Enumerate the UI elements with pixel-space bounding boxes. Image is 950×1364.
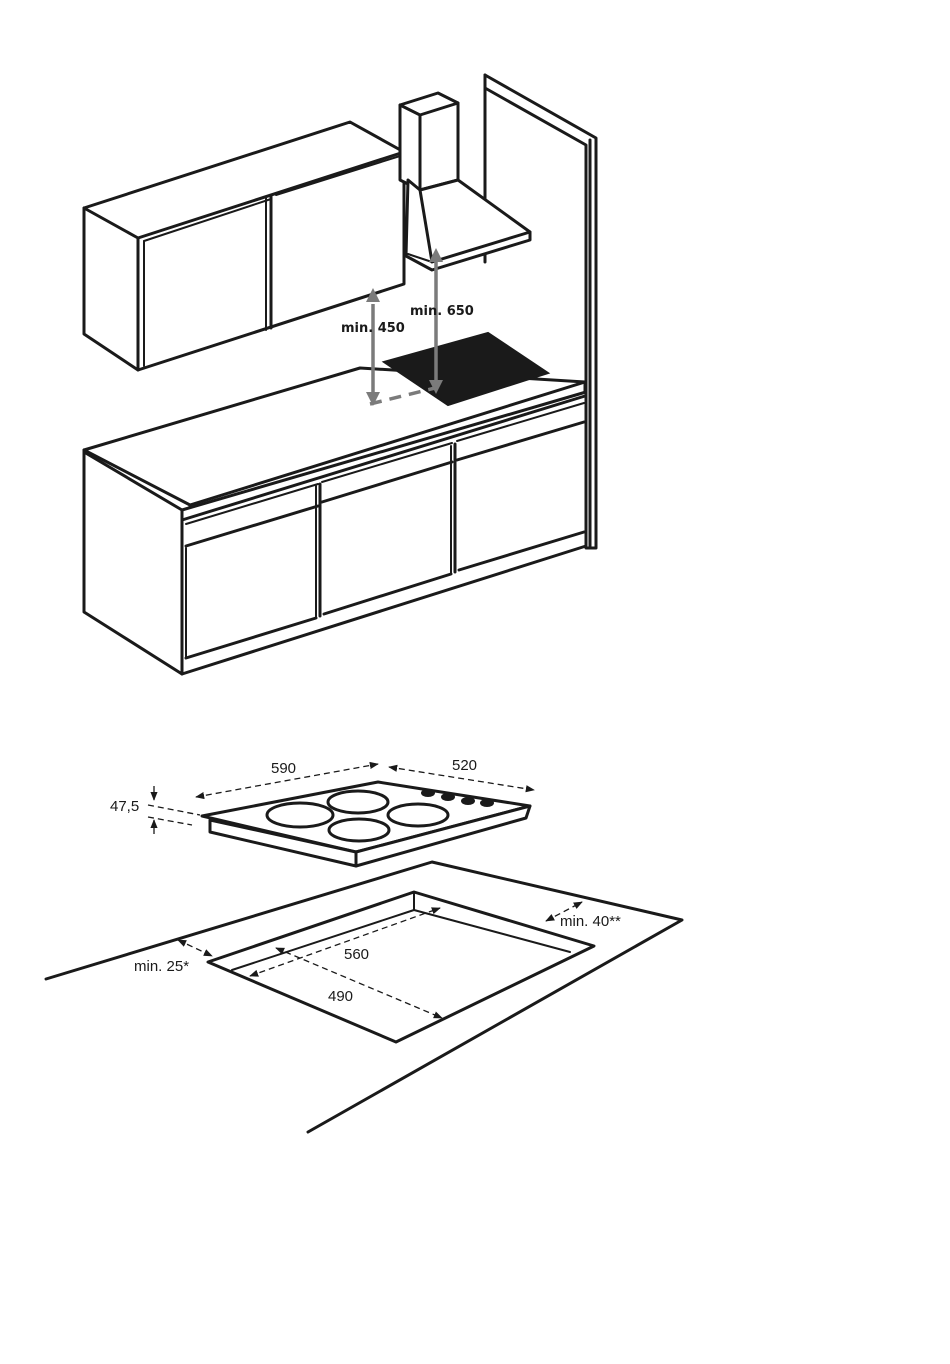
cutout-view: 590 520 47,5 560 490 min. 25* min. 40**	[46, 757, 682, 1132]
front-clearance-label: min. 25*	[134, 958, 189, 975]
height-dimension	[148, 786, 200, 834]
depth-label: 520	[452, 757, 477, 774]
worktop-with-cutout	[46, 862, 682, 1132]
front-clearance-line	[178, 940, 212, 956]
cutout-width-label: 560	[344, 946, 369, 963]
cooker-hood	[400, 93, 530, 270]
kitchen-view: min. 650 min. 450	[84, 75, 596, 674]
cabinet-clearance-label: min. 450	[341, 321, 405, 336]
rear-clearance-label: min. 40**	[560, 913, 621, 930]
hob-appliance	[202, 782, 530, 866]
cutout-depth-label: 490	[328, 988, 353, 1005]
width-label: 590	[271, 760, 296, 777]
hood-clearance-label: min. 650	[410, 304, 474, 319]
height-label: 47,5	[110, 798, 139, 815]
